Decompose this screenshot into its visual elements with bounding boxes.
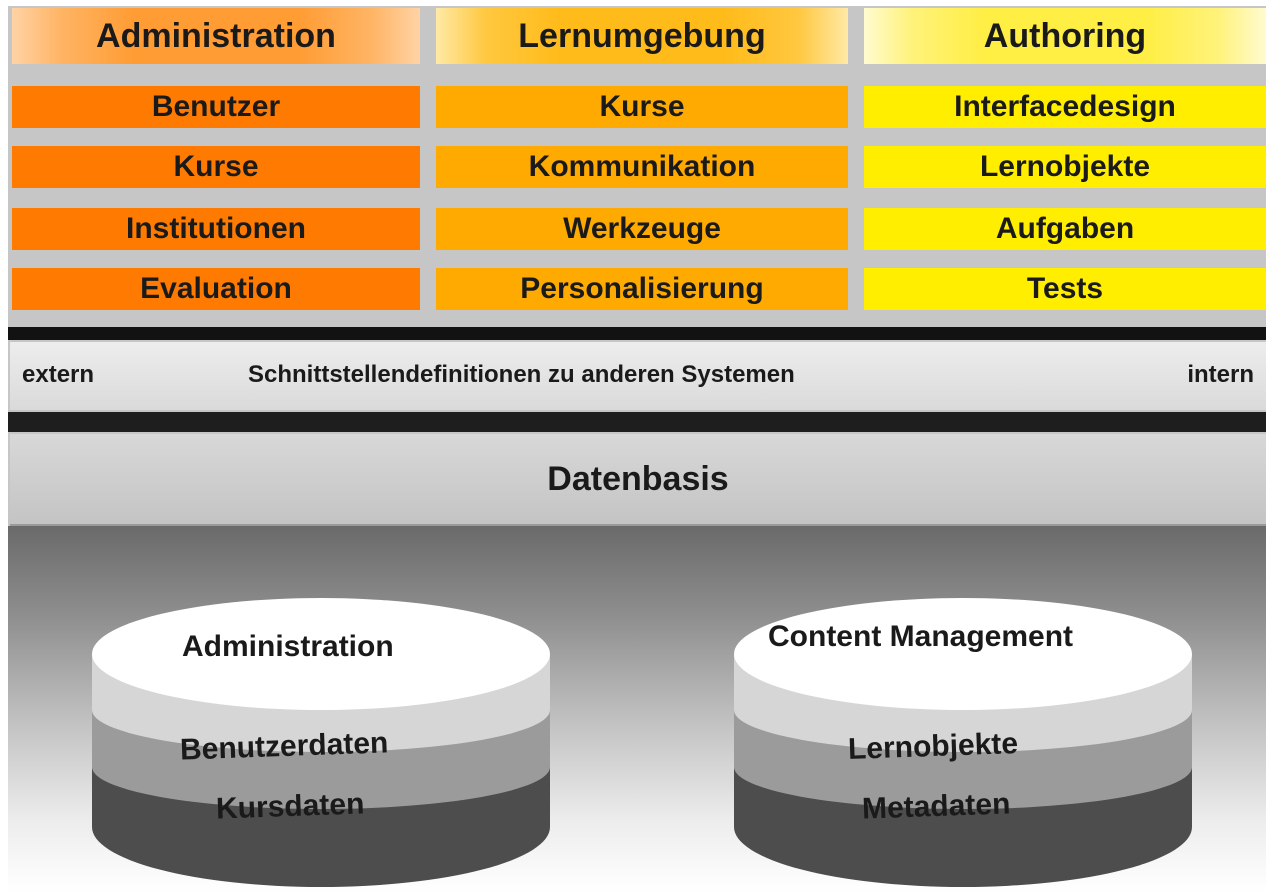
database-administration: Administration Benutzerdaten Kursdaten <box>88 592 554 892</box>
lern-item-werkzeuge: Werkzeuge <box>436 208 848 250</box>
header-lernumgebung: Lernumgebung <box>436 8 848 64</box>
auth-item-interfacedesign: Interfacedesign <box>864 86 1266 128</box>
db-admin-title: Administration <box>182 630 394 663</box>
cylinder-shape <box>734 598 1192 887</box>
separator-bar-top <box>8 327 1266 340</box>
db-admin-layer-benutzerdaten: Benutzerdaten <box>179 726 389 767</box>
header-authoring: Authoring <box>864 8 1266 64</box>
auth-item-tests: Tests <box>864 268 1266 310</box>
db-content-layer-lernobjekte: Lernobjekte <box>847 727 1019 766</box>
auth-item-lernobjekte: Lernobjekte <box>864 146 1266 188</box>
interface-intern-label: intern <box>1187 361 1254 388</box>
datenbasis-bar: Datenbasis <box>10 434 1266 526</box>
separator-bar-bottom <box>8 412 1266 432</box>
lern-item-kommunikation: Kommunikation <box>436 146 848 188</box>
db-admin-layer-kursdaten: Kursdaten <box>215 787 365 826</box>
database-content-management: Content Management Lernobjekte Metadaten <box>730 592 1196 892</box>
admin-item-institutionen: Institutionen <box>12 208 420 250</box>
interface-layer: extern Schnittstellendefinitionen zu and… <box>10 342 1266 410</box>
lern-item-personalisierung: Personalisierung <box>436 268 848 310</box>
admin-item-benutzer: Benutzer <box>12 86 420 128</box>
interface-extern-label: extern <box>22 361 95 388</box>
admin-item-evaluation: Evaluation <box>12 268 420 310</box>
db-content-layer-metadaten: Metadaten <box>861 787 1011 826</box>
admin-item-kurse: Kurse <box>12 146 420 188</box>
auth-item-aufgaben: Aufgaben <box>864 208 1266 250</box>
lern-item-kurse: Kurse <box>436 86 848 128</box>
cylinder-shape <box>92 598 550 887</box>
interface-center-label: Schnittstellendefinitionen zu anderen Sy… <box>248 361 795 388</box>
db-content-title: Content Management <box>768 620 1074 653</box>
header-administration: Administration <box>12 8 420 64</box>
